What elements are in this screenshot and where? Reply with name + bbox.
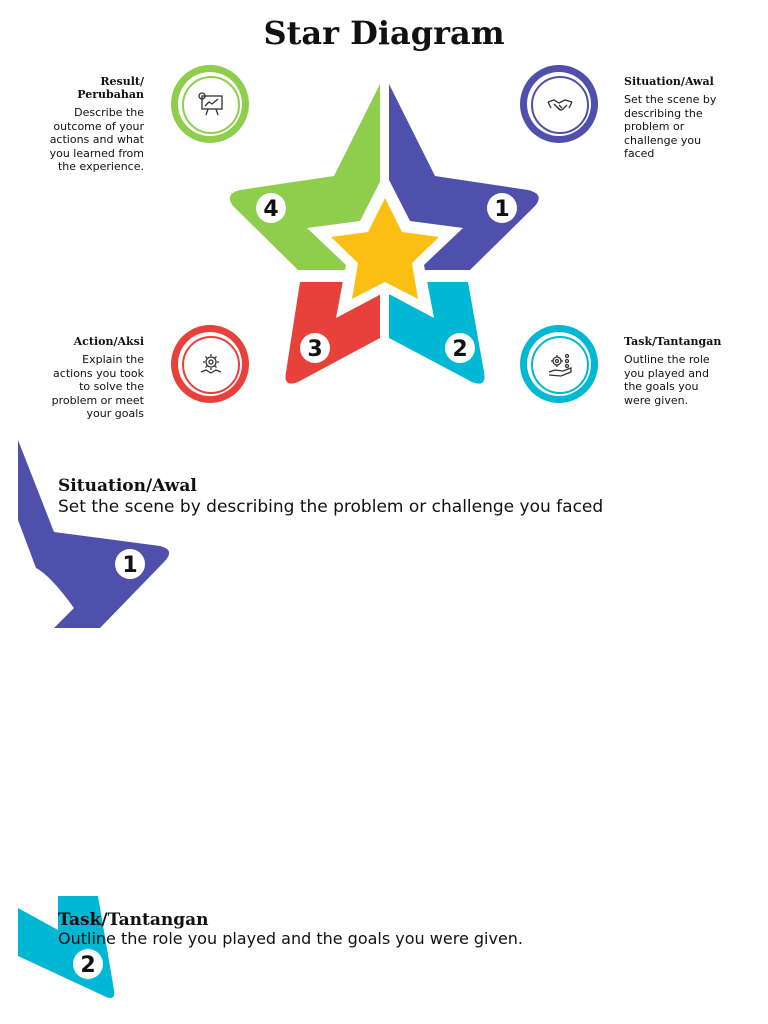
number-1: 1 [494,197,509,222]
callout-situation-heading: Situation/Awal [624,75,714,88]
callout-situation-text: Set the scene by describing the problem … [624,93,717,160]
badge-situation [520,65,598,143]
gear-handshake-icon [200,354,222,374]
badge-result [171,65,249,143]
callout-result-heading: Result/ Perubahan [77,75,144,101]
gear-hand-icon [548,353,572,377]
badge-action [171,325,249,403]
section-2-heading: Task/Tantangan [58,910,209,930]
callout-result: Result/ Perubahan Describe the outcome o… [34,75,144,174]
number-badge-3: 3 [300,333,330,363]
center-star [331,198,439,299]
callout-action-text: Explain the actions you took to solve th… [51,353,144,420]
callout-action-heading: Action/Aksi [73,335,144,348]
handshake-icon [547,99,573,111]
callout-task-heading: Task/Tantangan [624,335,722,348]
section-1-star-fragment [18,440,170,628]
number-4: 4 [263,197,278,222]
section-1-text: Set the scene by describing the problem … [58,497,604,517]
callout-result-text: Describe the outcome of your actions and… [49,106,144,173]
section-2-number-badge: 2 [73,949,103,979]
number-badge-1: 1 [487,193,517,223]
section-1-number-badge: 1 [115,549,145,579]
callout-situation: Situation/Awal Set the scene by describi… [624,75,724,161]
page-title: Star Diagram [263,14,505,52]
number-badge-4: 4 [256,193,286,223]
presentation-board-icon [198,92,223,116]
section-1-number: 1 [122,553,137,578]
number-2: 2 [452,337,467,362]
number-3: 3 [307,337,322,362]
badge-task [520,325,598,403]
section-1-heading: Situation/Awal [58,476,197,496]
callout-action: Action/Aksi Explain the actions you took… [34,335,144,421]
section-2-number: 2 [80,953,95,978]
number-badge-2: 2 [445,333,475,363]
callout-task-text: Outline the role you played and the goal… [624,353,710,407]
section-2-text: Outline the role you played and the goal… [58,929,524,948]
callout-task: Task/Tantangan Outline the role you play… [624,335,724,407]
